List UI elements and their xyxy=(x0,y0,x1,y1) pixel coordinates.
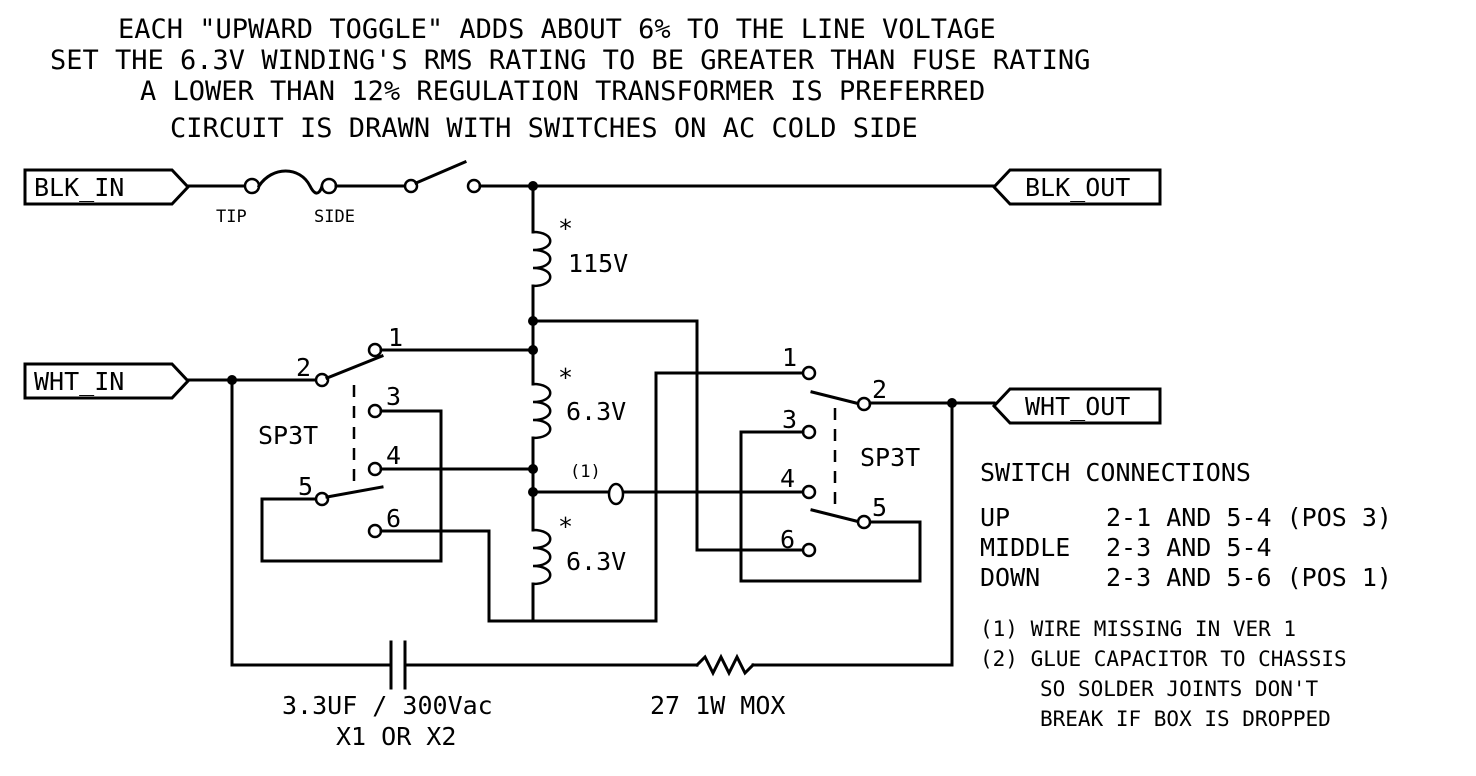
note-line-3: A LOWER THAN 12% REGULATION TRANSFORMER … xyxy=(140,76,985,107)
switch-left-sp3t: 2 1 3 4 5 6 SP3T xyxy=(186,323,535,623)
transformer-secondary-a-mark: * xyxy=(558,363,573,392)
switch-row-pos: DOWN xyxy=(980,563,1040,592)
port-wht-out-label: WHT_OUT xyxy=(1025,392,1130,421)
switch-right-pin-1: 1 xyxy=(782,343,797,372)
footnote-1: (1) WIRE MISSING IN VER 1 xyxy=(980,617,1296,641)
capacitor-value: 3.3UF / 300Vac xyxy=(282,691,493,720)
switch-row-pos: UP xyxy=(980,503,1010,532)
switch-right-pin-4: 4 xyxy=(780,464,795,493)
switch-left-pin-4: 4 xyxy=(386,441,401,470)
switch-row-pos: MIDDLE xyxy=(980,533,1070,562)
switch-left-pin-2: 2 xyxy=(296,353,311,382)
port-blk-in-label: BLK_IN xyxy=(34,173,124,202)
resistor-value: 27 1W MOX xyxy=(650,691,785,720)
switch-left-pin-6: 6 xyxy=(386,504,401,533)
footnote-2-line-3: BREAK IF BOX IS DROPPED xyxy=(1040,707,1331,731)
note-marker-1: (1) xyxy=(570,462,601,482)
transformer-secondary-a-label: 6.3V xyxy=(566,397,626,426)
transformer-secondary-b-mark: * xyxy=(558,512,573,541)
switch-left-pin-1: 1 xyxy=(388,323,403,352)
switch-right-pin-5: 5 xyxy=(872,493,887,522)
note-line-4: CIRCUIT IS DRAWN WITH SWITCHES ON AC COL… xyxy=(170,113,918,144)
note-line-1: EACH "UPWARD TOGGLE" ADDS ABOUT 6% TO TH… xyxy=(118,14,996,45)
footnotes: (1) WIRE MISSING IN VER 1 (2) GLUE CAPAC… xyxy=(980,617,1347,731)
footnote-2-line-1: (2) GLUE CAPACITOR TO CHASSIS xyxy=(980,647,1347,671)
port-wht-in-label: WHT_IN xyxy=(34,367,124,396)
fuse-side-label: SIDE xyxy=(314,207,355,227)
switch-row-conn: 2-3 AND 5-6 (POS 1) xyxy=(1106,563,1392,592)
switch-right-type: SP3T xyxy=(860,443,920,472)
switch-left-pin-3: 3 xyxy=(386,382,401,411)
switch-connections-title: SWITCH CONNECTIONS xyxy=(980,458,1251,487)
capacitor-class: X1 OR X2 xyxy=(336,722,456,751)
switch-right-sp3t: 1 2 3 4 5 6 SP3T xyxy=(531,319,996,623)
port-wht-in: WHT_IN xyxy=(23,362,191,400)
transformer-primary-label: 115V xyxy=(568,249,628,278)
switch-left-pin-5: 5 xyxy=(298,472,313,501)
note-line-2: SET THE 6.3V WINDING'S RMS RATING TO BE … xyxy=(50,45,1090,76)
switch-connections-table: SWITCH CONNECTIONS UP 2-1 AND 5-4 (POS 3… xyxy=(980,458,1392,592)
switch-row-conn: 2-1 AND 5-4 (POS 3) xyxy=(1106,503,1392,532)
fuse-tip-label: TIP xyxy=(216,207,247,227)
transformer-primary-mark: * xyxy=(558,214,573,243)
wire-break-marker xyxy=(607,482,625,506)
switch-left-type: SP3T xyxy=(258,421,318,450)
switch-row-conn: 2-3 AND 5-4 xyxy=(1106,533,1272,562)
port-blk-out: BLK_OUT xyxy=(991,168,1162,206)
port-blk-in: BLK_IN xyxy=(23,168,191,206)
switch-right-pin-2: 2 xyxy=(872,375,887,404)
power-switch xyxy=(334,160,482,194)
port-blk-out-label: BLK_OUT xyxy=(1025,173,1130,202)
transformer-secondary-b-label: 6.3V xyxy=(566,547,626,576)
footnote-2-line-2: SO SOLDER JOINTS DON'T xyxy=(1040,677,1319,701)
switch-right-pin-6: 6 xyxy=(780,525,795,554)
transformer: * 115V * 6.3V * 6.3V xyxy=(531,184,628,623)
port-wht-out: WHT_OUT xyxy=(991,387,1162,425)
switch-right-pin-3: 3 xyxy=(782,405,797,434)
fuse: TIP SIDE xyxy=(186,169,355,227)
snubber-network: 3.3UF / 300Vac X1 OR X2 27 1W MOX xyxy=(230,378,954,751)
